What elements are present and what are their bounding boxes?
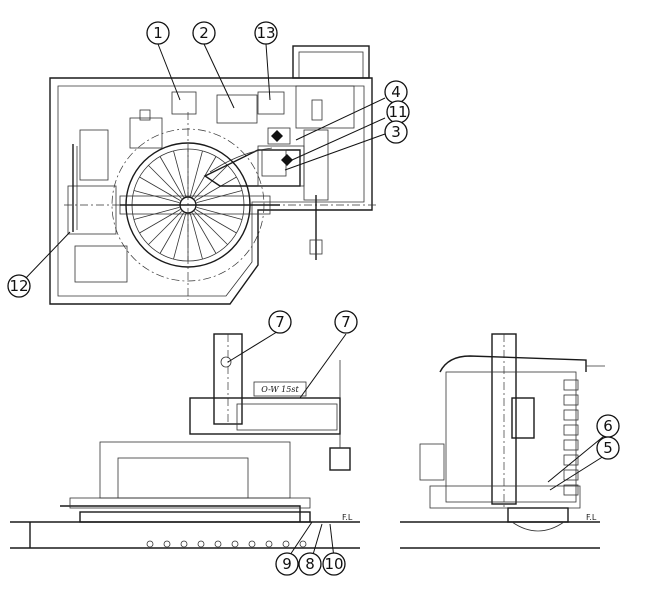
nameplate-text: O-W 15st <box>261 385 299 394</box>
callout-11: 11 <box>386 100 410 124</box>
leader-lines <box>23 43 605 559</box>
callout-13: 13 <box>254 21 278 45</box>
front-elevation: O-W 15st F.L <box>10 333 360 549</box>
callout-7b: 7 <box>334 310 358 334</box>
foundation-outline <box>49 77 373 305</box>
svg-text:3: 3 <box>391 123 401 141</box>
callout-3: 3 <box>384 120 408 144</box>
plan-view <box>49 45 378 305</box>
svg-text:7: 7 <box>341 313 351 331</box>
callout-6: 6 <box>596 414 620 438</box>
svg-text:12: 12 <box>9 277 28 295</box>
callout-2: 2 <box>192 21 216 45</box>
side-ladder <box>563 379 579 496</box>
callout-8: 8 <box>298 552 322 576</box>
foundation-feet <box>146 540 307 548</box>
svg-text:8: 8 <box>305 555 315 573</box>
svg-text:7: 7 <box>275 313 285 331</box>
svg-text:4: 4 <box>391 83 401 101</box>
ref-mark-left: F.L <box>342 513 353 522</box>
callout-1: 1 <box>146 21 170 45</box>
hatched-box <box>292 45 370 79</box>
callout-7a: 7 <box>268 310 292 334</box>
svg-text:6: 6 <box>603 417 613 435</box>
crossrail <box>189 397 341 435</box>
svg-text:11: 11 <box>388 103 407 121</box>
table-spokes <box>132 149 244 261</box>
ref-mark-right: F.L <box>586 513 597 522</box>
callout-10: 10 <box>322 552 346 576</box>
callout-4: 4 <box>384 80 408 104</box>
svg-text:13: 13 <box>256 24 275 42</box>
svg-text:5: 5 <box>603 439 613 457</box>
svg-text:9: 9 <box>282 555 292 573</box>
svg-text:10: 10 <box>324 555 343 573</box>
svg-text:1: 1 <box>153 24 163 42</box>
svg-text:2: 2 <box>199 24 209 42</box>
callout-5: 5 <box>596 436 620 460</box>
callout-12: 12 <box>7 274 31 298</box>
callout-9: 9 <box>275 552 299 576</box>
side-elevation: F.L <box>400 333 605 549</box>
